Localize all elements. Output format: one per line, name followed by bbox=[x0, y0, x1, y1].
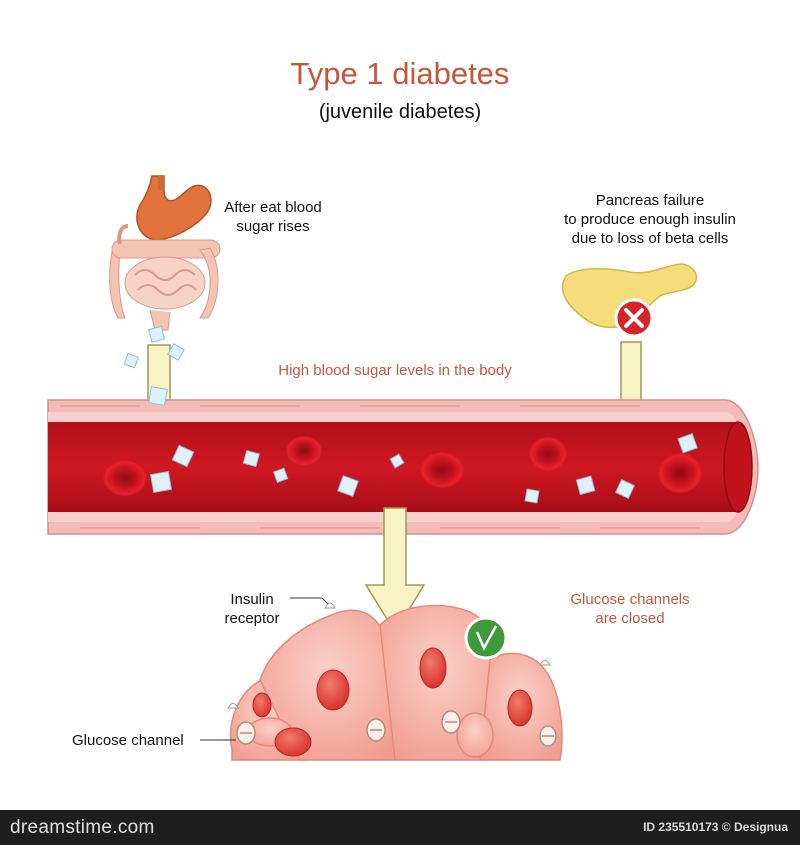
page-subtitle: (juvenile diabetes) bbox=[318, 101, 482, 123]
glucose-channels-closed-label: Glucose channels are closed bbox=[570, 591, 690, 627]
page-title: Type 1 diabetes bbox=[290, 56, 510, 91]
glucose-channel-label: Glucose channel bbox=[72, 732, 184, 749]
watermark-footer bbox=[0, 810, 800, 845]
blood-sugar-label: High blood sugar levels in the body bbox=[278, 362, 512, 379]
x-mark-icon bbox=[614, 298, 654, 338]
pancreas bbox=[561, 263, 698, 329]
glucose-cubes bbox=[123, 325, 698, 504]
leader-lines bbox=[200, 597, 329, 741]
pancreas-failure-label: Pancreas failure to produce enough insul… bbox=[564, 192, 736, 247]
blood-vessel bbox=[47, 399, 759, 535]
red-blood-cells bbox=[103, 436, 702, 496]
cell-nuclei bbox=[252, 647, 533, 757]
glucose-channels bbox=[236, 710, 557, 747]
image-credit: ID 235510173 © Designua bbox=[643, 820, 788, 834]
brand-text: dreamstime.com bbox=[10, 817, 155, 838]
insulin-receptor-label: Insulin receptor bbox=[224, 591, 280, 627]
digestive-system bbox=[109, 175, 221, 331]
after-eat-label: After eat blood sugar rises bbox=[224, 199, 322, 235]
check-mark-icon bbox=[464, 616, 508, 660]
